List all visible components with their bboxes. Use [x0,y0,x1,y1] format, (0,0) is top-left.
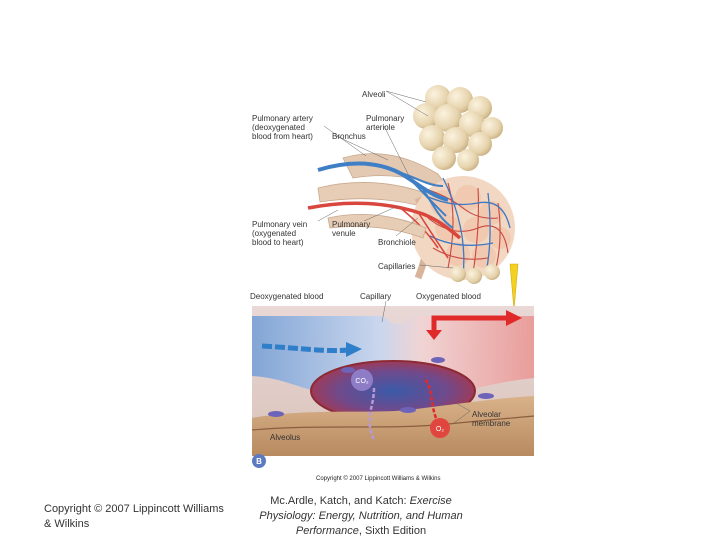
lung-gas-exchange-figure: CO₂ O₂ B Alveoli Pulmonary artery (deoxy… [248,78,538,468]
footer-copyright: Copyright © 2007 Lippincott Williams & W… [44,503,224,530]
pulmonary-vein [307,201,462,259]
label-pulmonary-artery: Pulmonary artery (deoxygenated blood fro… [252,114,313,141]
label-alveoli: Alveoli [362,90,386,99]
citation-prefix: Mc.Ardle, Katch, and Katch: [270,495,410,507]
label-bronchus: Bronchus [332,132,366,141]
citation-suffix: , Sixth Edition [358,525,427,537]
label-alveolus: Alveolus [270,433,301,442]
pulmonary-artery [317,161,454,229]
label-alveolar-membrane: Alveolar membrane [472,410,511,428]
leader-lines [317,90,454,269]
capillary-network [411,176,515,280]
label-pulmonary-arteriole: Pulmonary arteriole [366,114,405,132]
figure-copyright: Copyright © 2007 Lippincott Williams & W… [316,476,441,482]
lung-illustration: CO₂ O₂ B [251,85,535,468]
co2-label: CO₂ [355,378,369,385]
label-capillary: Capillary [360,292,392,301]
panel-b-gas-exchange: CO₂ O₂ B [251,300,535,468]
zoom-arrow-icon [509,263,519,311]
citation: Mc.Ardle, Katch, and Katch: Exercise Phy… [250,494,472,539]
citation-title: Exercise Physiology: Energy, Nutrition, … [259,495,463,537]
label-capillaries: Capillaries [378,262,416,271]
label-bronchiole: Bronchiole [378,238,416,247]
label-deoxygenated-blood: Deoxygenated blood [250,292,324,301]
alveoli-cluster [413,85,503,171]
lower-alveoli [450,264,500,284]
panel-letter: B [256,457,262,466]
label-pulmonary-vein: Pulmonary vein (oxygenated blood to hear… [252,220,308,247]
label-oxygenated-blood: Oxygenated blood [416,292,481,301]
o2-label: O₂ [436,426,444,433]
label-pulmonary-venule: Pulmonary venule [332,220,371,238]
bronchiole-tube [327,214,427,239]
